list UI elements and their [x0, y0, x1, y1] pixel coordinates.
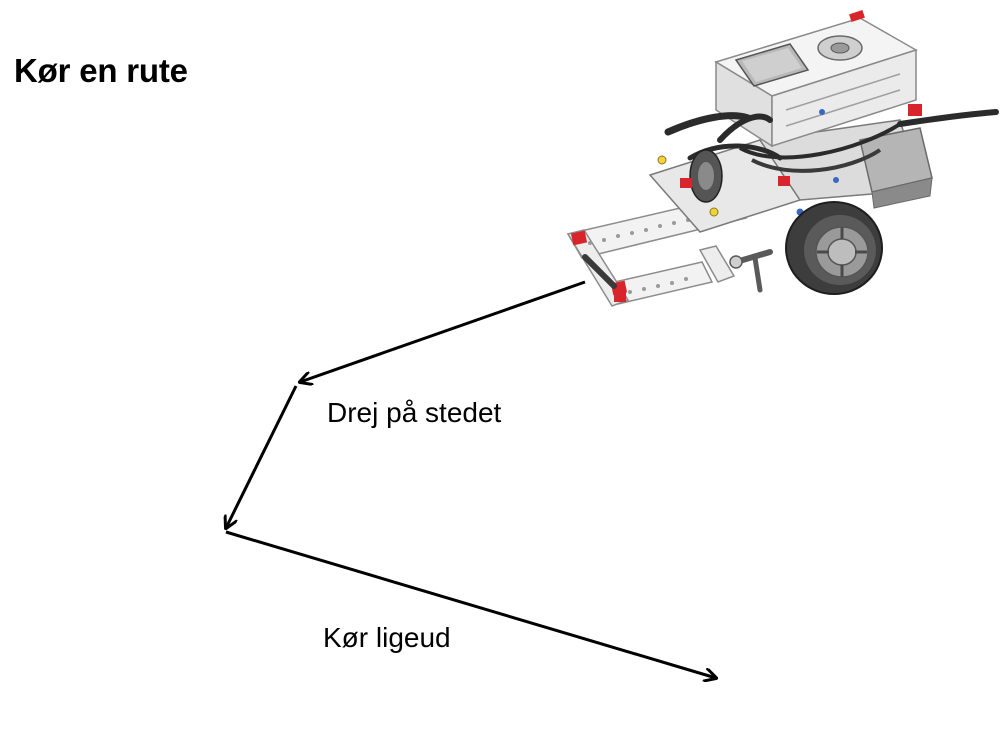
label-drive-straight: Kør ligeud	[323, 622, 451, 653]
route-arrows	[225, 280, 716, 678]
arrow-forward-second	[225, 530, 716, 678]
page-title: Kør en rute	[14, 52, 188, 89]
label-turn-in-place: Drej på stedet	[327, 397, 502, 428]
arrow-turn	[226, 385, 298, 528]
ev3-robot-illustration	[566, 10, 999, 307]
arrow-forward-first	[300, 280, 586, 382]
